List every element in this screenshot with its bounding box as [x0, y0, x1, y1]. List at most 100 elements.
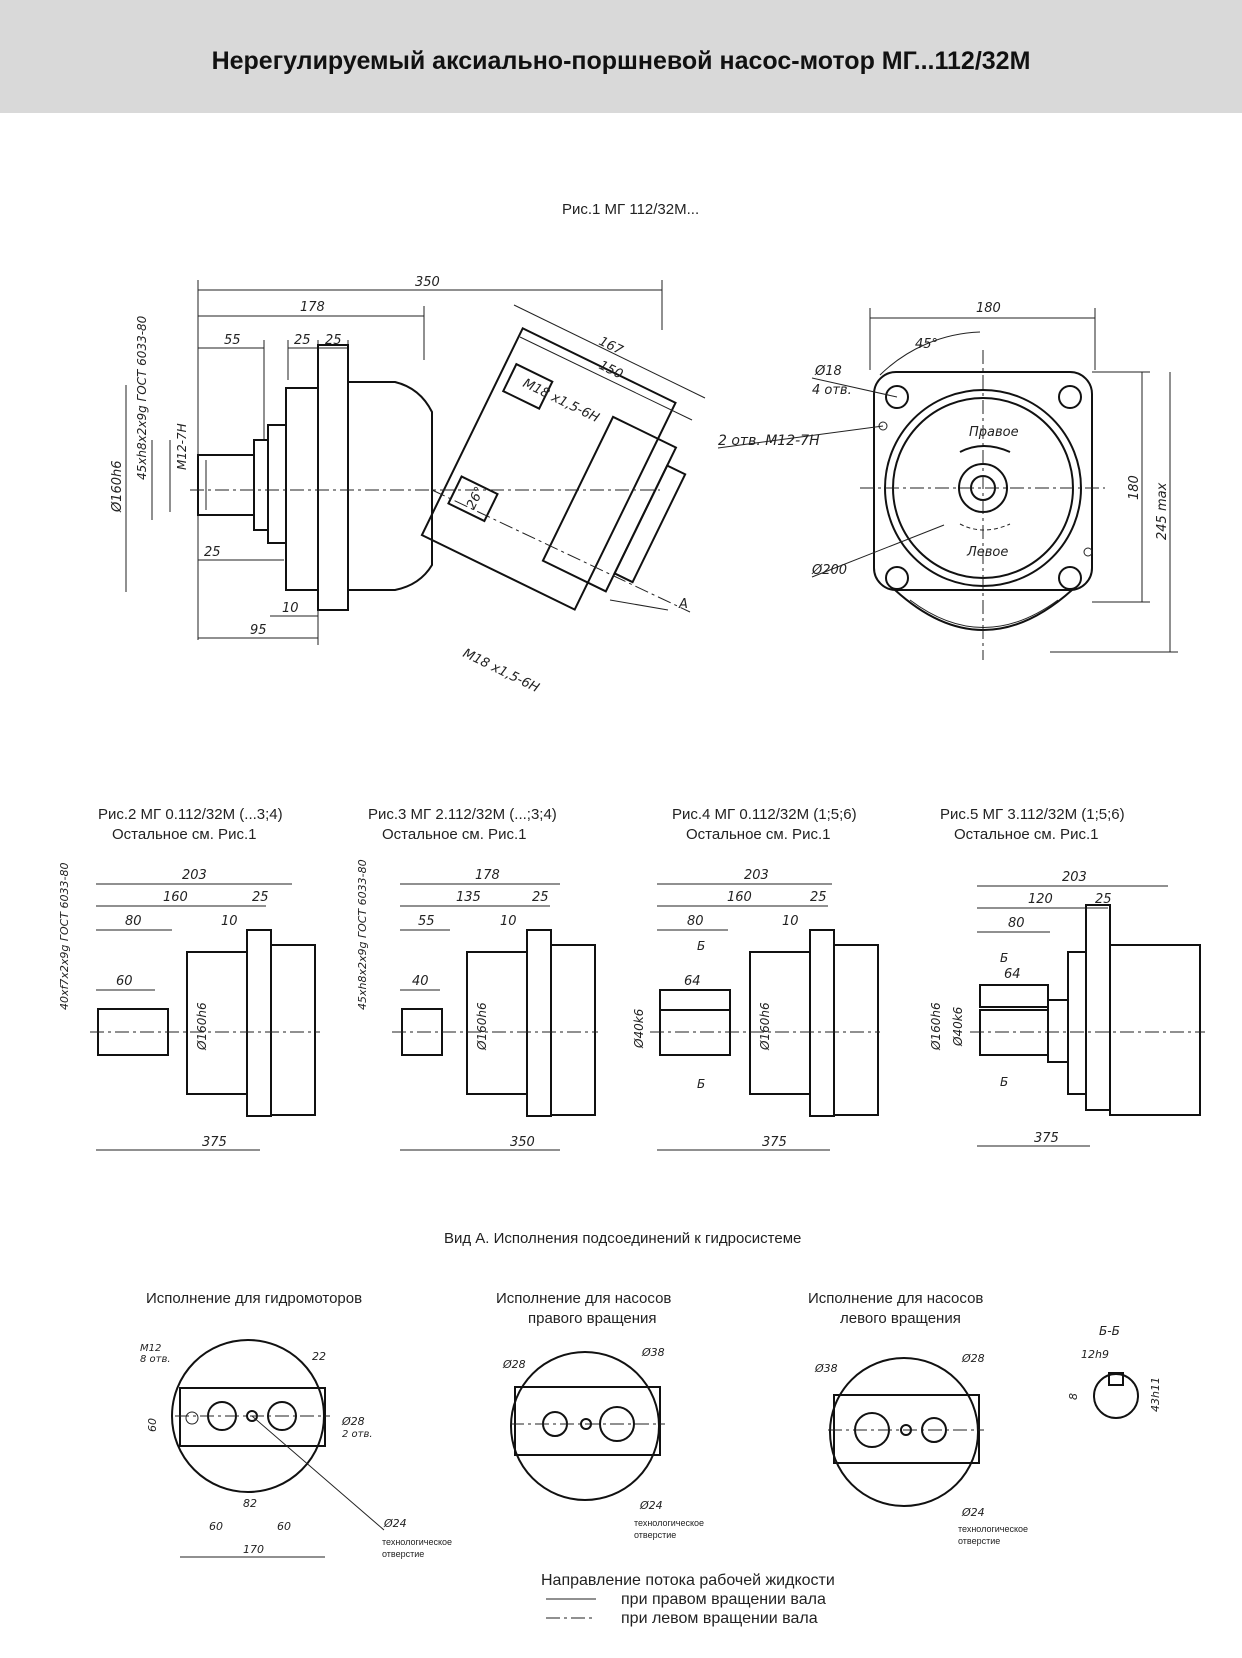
rotation-left-label: Левое	[966, 545, 1008, 560]
tech-hole-label-2b: отверстие	[634, 1530, 677, 1540]
legend-line-samples	[546, 1598, 596, 1619]
fig1-flange-view: 180 45° Правое Левое Ø18 4 отв. 2 отв. М…	[717, 301, 1178, 660]
svg-text:8: 8	[1067, 1393, 1080, 1400]
fig1-caption: Рис.1 МГ 112/32М...	[562, 201, 700, 218]
dim-150: 150	[596, 358, 625, 382]
fig2-title: Рис.2 МГ 0.112/32М (...3;4)	[98, 806, 283, 823]
svg-text:135: 135	[456, 890, 481, 905]
dim-55: 55	[224, 333, 241, 348]
svg-text:40xf7x2x9g ГОСТ 6033-80: 40xf7x2x9g ГОСТ 6033-80	[58, 862, 71, 1010]
legend-right: при правом вращении вала	[621, 1591, 826, 1608]
svg-text:55: 55	[418, 914, 435, 929]
motor-title: Исполнение для гидромоторов	[146, 1290, 363, 1307]
dim-10: 10	[282, 601, 299, 616]
legend-title: Направление потока рабочей жидкости	[541, 1572, 835, 1589]
dim-m12: М12-7Н	[175, 423, 189, 470]
svg-text:203: 203	[182, 868, 207, 883]
svg-text:Ø40k6: Ø40k6	[632, 1008, 646, 1049]
fig4-variant: 203 160 25 80 10 64 Б Б Ø40k6 Ø160h6 375	[632, 868, 880, 1151]
fig2-variant: 203 160 25 80 10 60 40xf7x2x9g ГОСТ 6033…	[58, 862, 320, 1151]
svg-text:Б-Б: Б-Б	[1099, 1324, 1120, 1338]
svg-text:43h11: 43h11	[1149, 1377, 1162, 1412]
svg-text:Ø160h6: Ø160h6	[758, 1002, 772, 1051]
svg-text:178: 178	[475, 868, 500, 883]
svg-text:Ø24: Ø24	[383, 1517, 407, 1530]
flange-holes-dia: Ø18	[814, 364, 842, 379]
svg-text:Ø160h6: Ø160h6	[929, 1002, 943, 1051]
svg-text:40: 40	[412, 974, 429, 989]
flange-angle-45: 45°	[915, 337, 938, 352]
fig5-variant: 203 120 25 80 64 Б Б Ø160h6 Ø40k6 375	[929, 870, 1205, 1147]
section-b-b: Б-Б 12h9 8 43h11	[1067, 1324, 1162, 1419]
dim-350: 350	[415, 275, 440, 290]
flange-holes-count: 4 отв.	[812, 383, 852, 398]
svg-text:64: 64	[684, 974, 701, 989]
fig3-title: Рис.3 МГ 2.112/32М (...;3;4)	[368, 806, 557, 823]
svg-text:120: 120	[1028, 892, 1053, 907]
flange-dim-180-side: 180	[1127, 475, 1142, 500]
svg-text:Б: Б	[1000, 951, 1008, 965]
pump-left-title-1: Исполнение для насосов	[808, 1290, 984, 1307]
fig2-note: Остальное см. Рис.1	[112, 826, 257, 843]
svg-text:375: 375	[1034, 1131, 1059, 1146]
tech-hole-label-3b: отверстие	[958, 1536, 1001, 1546]
rotation-right-label: Правое	[969, 425, 1019, 440]
pump-right-title-2: правого вращения	[528, 1310, 657, 1327]
fig1-side-view: 350 178 55 25 25 Ø160h6 45xh8x2x9g ГОСТ …	[110, 275, 706, 696]
svg-text:25: 25	[532, 890, 549, 905]
fig5-title: Рис.5 МГ 3.112/32М (1;5;6)	[940, 806, 1125, 823]
svg-text:Ø28: Ø28	[341, 1415, 365, 1428]
svg-text:60: 60	[209, 1520, 223, 1533]
view-A-marker: А	[678, 597, 688, 612]
viewA-caption: Вид А. Исполнения подсоединений к гидрос…	[444, 1230, 802, 1247]
svg-text:10: 10	[221, 914, 238, 929]
fig3-variant: 178 135 25 55 10 40 45xh8x2x9g ГОСТ 6033…	[356, 859, 598, 1151]
svg-text:203: 203	[1062, 870, 1087, 885]
svg-text:Ø28: Ø28	[961, 1352, 985, 1365]
page-title: Нерегулируемый аксиально-поршневой насос…	[211, 47, 1031, 75]
fig5-note: Остальное см. Рис.1	[954, 826, 1099, 843]
tech-hole-label-2a: технологическое	[634, 1518, 705, 1528]
header-banner: Нерегулируемый аксиально-поршневой насос…	[0, 0, 1242, 113]
svg-text:2 отв.: 2 отв.	[342, 1429, 373, 1440]
svg-text:375: 375	[762, 1135, 787, 1150]
tech-hole-label-3a: технологическое	[958, 1524, 1029, 1534]
pump-left-title-2: левого вращения	[840, 1310, 961, 1327]
fig3-note: Остальное см. Рис.1	[382, 826, 527, 843]
legend-left: при левом вращении вала	[621, 1610, 818, 1627]
tech-hole-label-1a: технологическое	[382, 1537, 453, 1547]
svg-text:25: 25	[1095, 892, 1112, 907]
svg-text:Б: Б	[697, 939, 705, 953]
tech-hole-label-1b: отверстие	[382, 1549, 425, 1559]
svg-text:Ø38: Ø38	[814, 1362, 838, 1375]
port-view-pump-left: Ø38 Ø28 Ø24	[814, 1352, 985, 1519]
svg-text:Ø24: Ø24	[639, 1499, 663, 1512]
port-thread-bottom: М18 х1,5-6Н	[460, 646, 541, 696]
svg-text:60: 60	[116, 974, 133, 989]
dim-95: 95	[250, 623, 267, 638]
shaft-spline-label: 45xh8x2x9g ГОСТ 6033-80	[135, 315, 149, 480]
svg-text:160: 160	[163, 890, 188, 905]
svg-text:Б: Б	[1000, 1075, 1008, 1089]
flange-dim-245: 245 max	[1155, 482, 1170, 540]
svg-text:25: 25	[252, 890, 269, 905]
svg-text:Ø160h6: Ø160h6	[475, 1002, 489, 1051]
svg-text:350: 350	[510, 1135, 535, 1150]
svg-text:10: 10	[782, 914, 799, 929]
fig4-note: Остальное см. Рис.1	[686, 826, 831, 843]
svg-text:60: 60	[146, 1418, 159, 1432]
svg-text:80: 80	[125, 914, 142, 929]
svg-text:82: 82	[243, 1497, 257, 1510]
svg-text:170: 170	[243, 1543, 264, 1556]
svg-text:60: 60	[277, 1520, 291, 1533]
svg-text:Ø24: Ø24	[961, 1506, 985, 1519]
svg-text:80: 80	[1008, 916, 1025, 931]
svg-text:Ø40k6: Ø40k6	[951, 1006, 965, 1047]
svg-text:12h9: 12h9	[1081, 1348, 1109, 1361]
svg-text:160: 160	[727, 890, 752, 905]
svg-text:203: 203	[744, 868, 769, 883]
flange-dim-180-top: 180	[976, 301, 1001, 316]
svg-text:375: 375	[202, 1135, 227, 1150]
svg-text:10: 10	[500, 914, 517, 929]
